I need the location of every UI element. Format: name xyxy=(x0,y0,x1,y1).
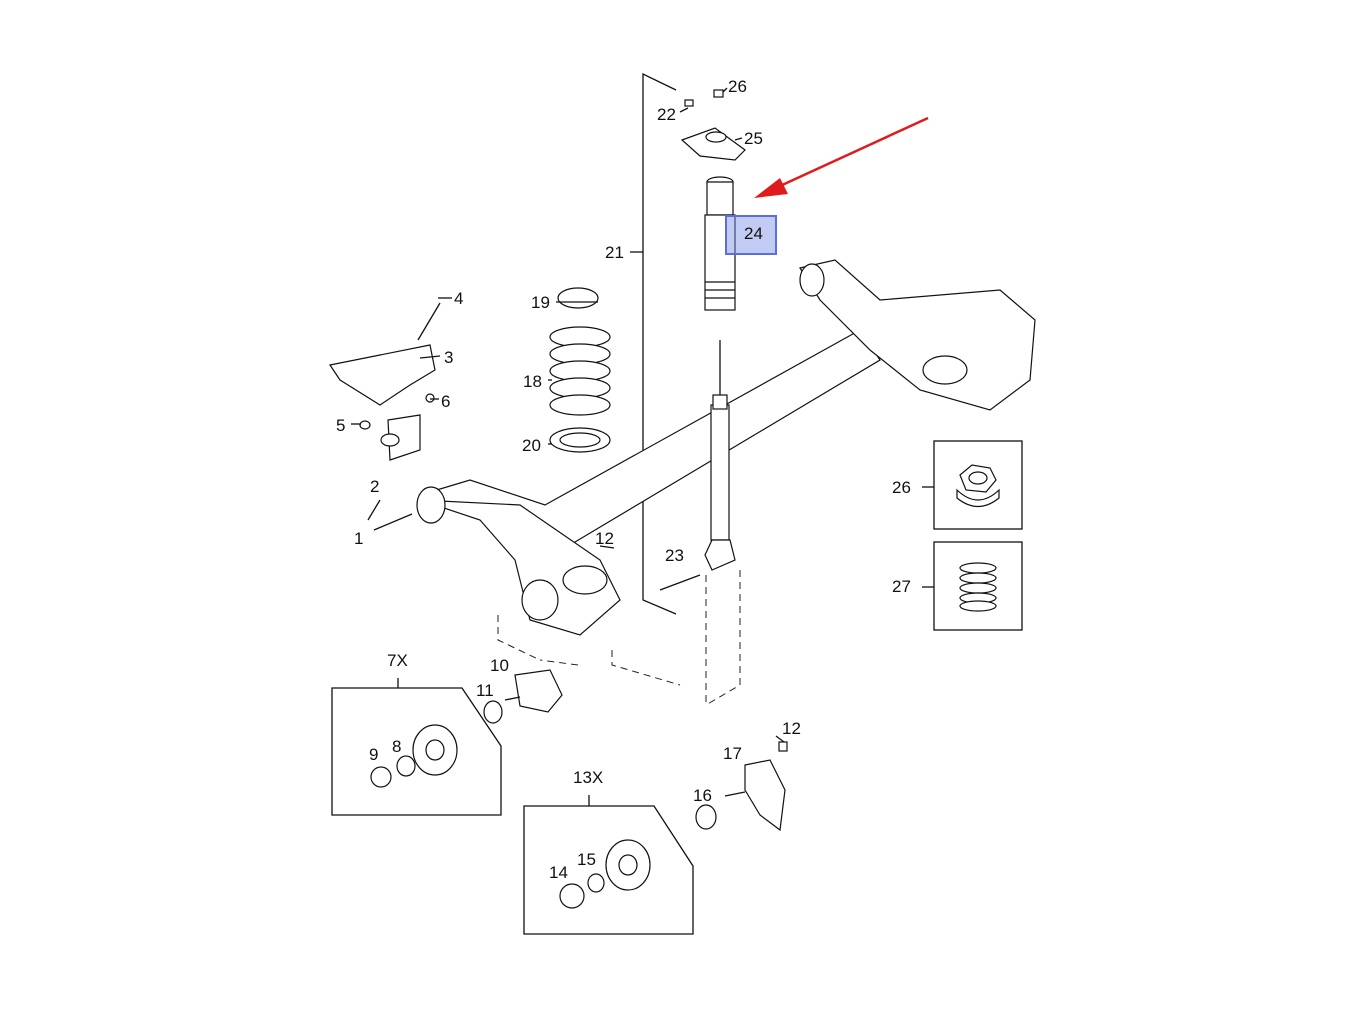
callout-24[interactable]: 24 xyxy=(744,224,763,243)
kit-box-13x xyxy=(523,795,694,935)
red-arrow-indicator xyxy=(754,116,929,198)
hub-flange-10 xyxy=(483,669,563,724)
hub-flange-17 xyxy=(695,741,788,832)
mount-bracket xyxy=(329,302,441,531)
callout-21[interactable]: 21 xyxy=(605,243,624,262)
callout-9[interactable]: 9 xyxy=(369,745,379,764)
detail-box-27 xyxy=(922,541,1023,631)
callout-1[interactable]: 1 xyxy=(354,529,364,548)
bracket-21 xyxy=(642,72,677,615)
callout-13x[interactable]: 13X xyxy=(573,768,604,787)
callout-26-top[interactable]: 26 xyxy=(728,77,747,96)
highlight-box-24[interactable] xyxy=(725,215,777,255)
callout-26-box[interactable]: 26 xyxy=(892,478,911,497)
callout-10[interactable]: 10 xyxy=(490,656,509,675)
callout-25[interactable]: 25 xyxy=(744,129,763,148)
top-mount xyxy=(680,89,746,161)
callout-11[interactable]: 11 xyxy=(476,681,494,700)
shock-dashed-lines xyxy=(497,570,741,706)
callout-12-lower[interactable]: 12 xyxy=(782,719,801,738)
bump-stop-dust-cover xyxy=(704,176,736,311)
callout-4[interactable]: 4 xyxy=(454,289,464,308)
callout-5[interactable]: 5 xyxy=(336,416,346,435)
callout-14[interactable]: 14 xyxy=(549,863,568,882)
callout-6[interactable]: 6 xyxy=(441,392,451,411)
callout-22[interactable]: 22 xyxy=(657,105,676,124)
callout-8[interactable]: 8 xyxy=(392,737,402,756)
callout-7x[interactable]: 7X xyxy=(387,651,408,670)
callout-12-upper[interactable]: 12 xyxy=(595,529,614,548)
callout-3[interactable]: 3 xyxy=(444,348,454,367)
coil-spring xyxy=(549,287,611,453)
rear-axle-beam xyxy=(416,259,1036,636)
callout-17[interactable]: 17 xyxy=(723,744,742,763)
leader-lines xyxy=(351,87,785,743)
callout-27[interactable]: 27 xyxy=(892,577,911,596)
callout-18[interactable]: 18 xyxy=(523,372,542,391)
callout-16[interactable]: 16 xyxy=(693,786,712,805)
callout-20[interactable]: 20 xyxy=(522,436,541,455)
callout-23[interactable]: 23 xyxy=(665,546,684,565)
detail-box-26 xyxy=(922,440,1023,530)
callout-15[interactable]: 15 xyxy=(577,850,596,869)
kit-box-7x xyxy=(331,678,502,816)
callout-19[interactable]: 19 xyxy=(531,293,550,312)
callout-2[interactable]: 2 xyxy=(370,477,380,496)
shock-absorber xyxy=(659,340,736,591)
